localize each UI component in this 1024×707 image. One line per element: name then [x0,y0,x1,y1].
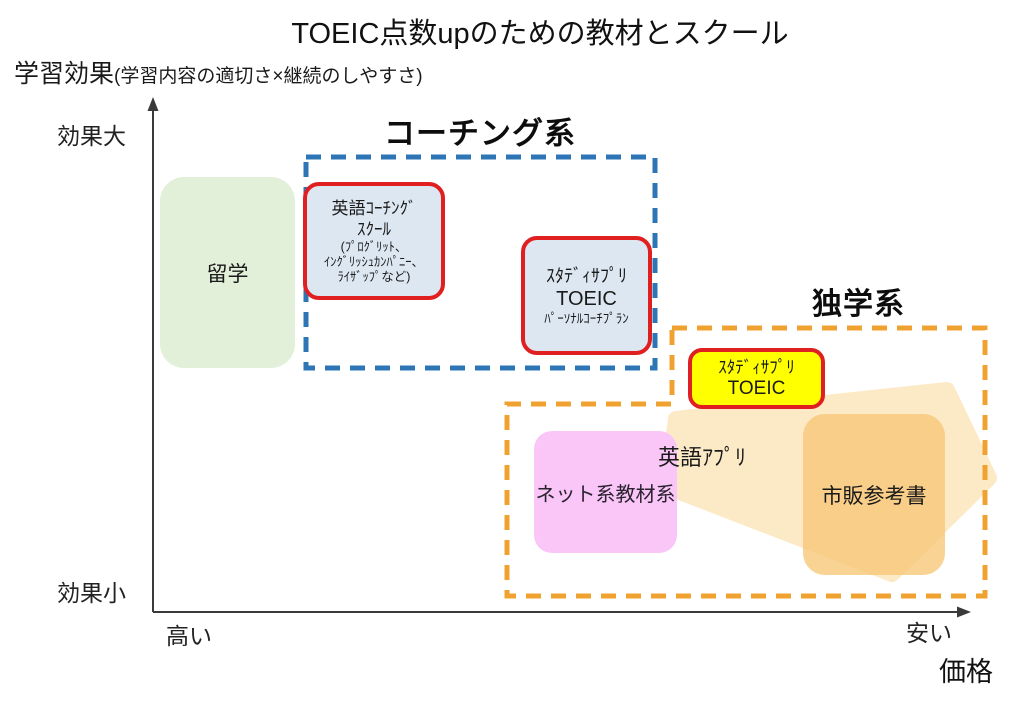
item-coaching-school-line2: ｽｸｰﾙ [357,219,391,239]
x-axis-right-label: 安い [906,620,952,646]
item-ryugaku-label: 留学 [206,262,249,286]
item-sapuri-toeic: ｽﾀﾃﾞｨｻﾌﾟﾘ TOEIC [688,348,825,409]
item-coaching-school-sub3: ﾗｲｻﾞｯﾌﾟなど) [337,269,411,284]
item-coaching-school-sub1: (ﾌﾟﾛｸﾞﾘｯﾄ、 [340,239,408,254]
item-sapuri-toeic-line2: TOEIC [727,377,786,399]
y-axis-arrow-icon [147,97,159,111]
item-coaching-school: 英語ｺｰﾁﾝｸﾞ ｽｸｰﾙ (ﾌﾟﾛｸﾞﾘｯﾄ、 ｲﾝｸﾞﾘｯｼｭｶﾝﾊﾟﾆｰ、… [303,182,445,300]
x-axis-title: 価格 [939,657,993,687]
y-axis-title-sub: (学習内容の適切さ×継続のしやすさ) [114,66,423,87]
x-axis-left-label: 高い [166,623,212,649]
y-axis-title-main: 学習効果 [14,60,115,88]
selfstudy-group-label: 独学系 [812,288,905,321]
y-axis-title: 学習効果(学習内容の適切さ×継続のしやすさ) [14,54,423,90]
item-coaching-school-line1: 英語ｺｰﾁﾝｸﾞ [331,198,417,218]
page-title: TOEIC点数upのための教材とスクール [291,18,789,50]
item-shihan-sankosho-label: 市販参考書 [821,484,927,508]
coaching-group-label: コーチング系 [384,116,576,151]
item-sapuri-personal-coach-sub: ﾊﾟｰｿﾅﾙｺｰﾁﾌﾟﾗﾝ [544,310,629,326]
item-shihan-sankosho: 市販参考書 [803,414,945,575]
item-sapuri-personal-coach-line2: TOEIC [556,287,617,310]
selfstudy-group-border [504,325,988,599]
item-sapuri-personal-coach: ｽﾀﾃﾞｨｻﾌﾟﾘ TOEIC ﾊﾟｰｿﾅﾙｺｰﾁﾌﾟﾗﾝ [521,236,652,355]
x-axis-arrow-icon [957,606,971,618]
item-eigo-app-label: 英語ｱﾌﾟﾘ [657,445,746,470]
item-coaching-school-sub2: ｲﾝｸﾞﾘｯｼｭｶﾝﾊﾟﾆｰ、 [323,254,424,269]
item-net-kyozai: ネット系教材系 [534,431,677,553]
item-sapuri-toeic-line1: ｽﾀﾃﾞｨｻﾌﾟﾘ [718,357,795,377]
y-axis-top-label: 効果大 [57,123,126,149]
y-axis-bottom-label: 効果小 [57,580,126,606]
item-sapuri-personal-coach-line1: ｽﾀﾃﾞｨｻﾌﾟﾘ [546,265,627,286]
item-ryugaku: 留学 [160,177,295,368]
item-net-kyozai-label: ネット系教材系 [535,483,676,506]
